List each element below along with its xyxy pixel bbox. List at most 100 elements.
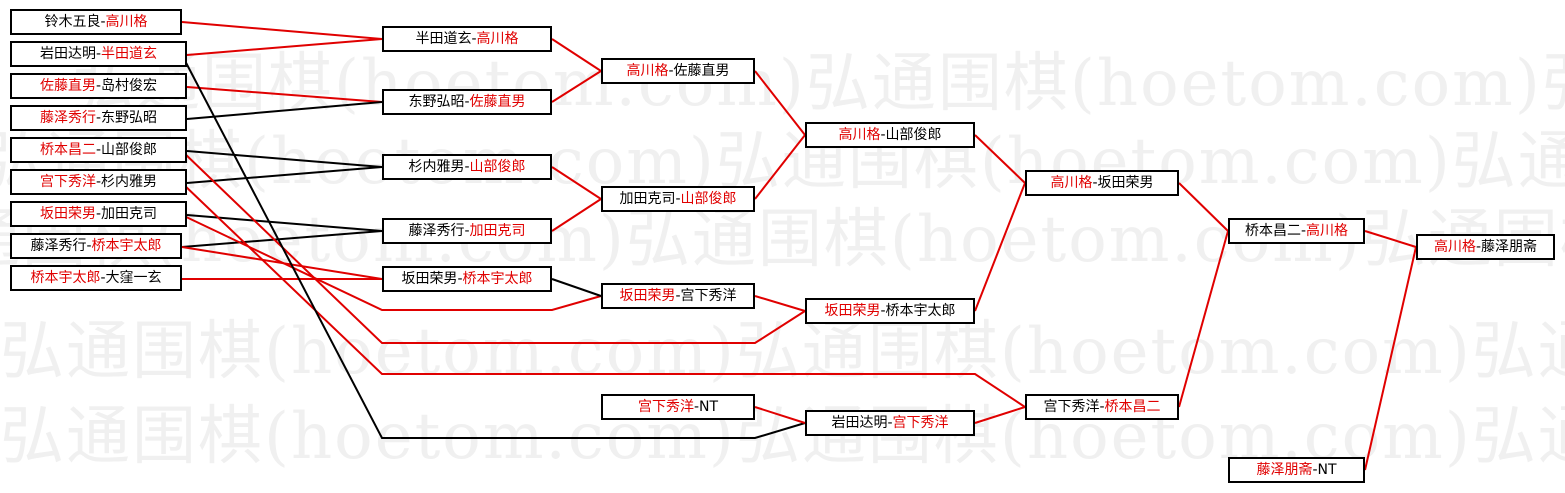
player-name: 大窪一玄 xyxy=(105,270,162,286)
player-name: 宫下秀洋 xyxy=(680,288,737,304)
player-name: 宫下秀洋 xyxy=(892,415,949,431)
player-name: 山部俊郎 xyxy=(885,127,942,143)
player-name: 桥本宇太郎 xyxy=(30,270,101,286)
player-name: 桥本宇太郎 xyxy=(462,271,533,287)
player-name: NT xyxy=(1317,462,1337,478)
connector xyxy=(974,406,1026,424)
match-box[interactable]: 藤泽秀行-东野弘昭 xyxy=(10,105,187,131)
connector xyxy=(551,38,602,72)
player-name: 东野弘昭 xyxy=(101,110,158,126)
match-box[interactable]: 加田克司-山部俊郎 xyxy=(601,186,755,212)
connector xyxy=(1178,182,1229,232)
connector xyxy=(186,38,383,56)
player-name: 桥本宇太郎 xyxy=(885,303,956,319)
connector xyxy=(186,166,383,184)
player-name: 杉内雅男 xyxy=(408,159,465,175)
separator: - xyxy=(880,127,886,143)
match-box[interactable]: 佐藤直男-岛村俊宏 xyxy=(10,73,187,99)
separator: - xyxy=(86,238,92,254)
match-box[interactable]: 坂田荣男-桥本宇太郎 xyxy=(805,298,975,324)
player-name: 藤泽秀行 xyxy=(39,110,96,126)
player-name: 半田道玄 xyxy=(415,31,472,47)
match-box[interactable]: 半田道玄-高川格 xyxy=(382,26,552,52)
connector xyxy=(1364,246,1417,471)
connector xyxy=(551,166,602,200)
player-name: 岩田达明 xyxy=(39,46,96,62)
match-box[interactable]: 坂田荣男-加田克司 xyxy=(10,201,187,227)
separator: - xyxy=(464,223,470,239)
separator: - xyxy=(1092,175,1098,191)
separator: - xyxy=(464,159,470,175)
separator: - xyxy=(668,63,674,79)
separator: - xyxy=(95,174,102,190)
player-name: 铃木五良 xyxy=(44,14,101,30)
player-name: 山部俊郎 xyxy=(101,142,158,158)
player-name: 高川格 xyxy=(838,127,881,143)
player-name: 杉内雅男 xyxy=(101,174,158,190)
connector xyxy=(551,278,602,297)
player-name: 山部俊郎 xyxy=(469,159,526,175)
player-name: 加田克司 xyxy=(469,223,526,239)
player-name: 半田道玄 xyxy=(101,46,158,62)
connector xyxy=(181,21,383,40)
match-box[interactable]: 岩田达明-宫下秀洋 xyxy=(805,410,975,436)
match-box[interactable]: 藤泽朋斋-NT xyxy=(1228,457,1365,483)
match-box[interactable]: 藤泽秀行-桥本宇太郎 xyxy=(10,233,182,259)
match-box[interactable]: 高川格-山部俊郎 xyxy=(805,122,975,148)
separator: - xyxy=(887,415,893,431)
connector xyxy=(181,230,383,248)
connector xyxy=(754,295,806,312)
connector xyxy=(1178,230,1229,408)
match-box[interactable]: 坂田荣男-桥本宇太郎 xyxy=(382,266,552,292)
separator: - xyxy=(675,191,681,207)
match-box[interactable]: 宫下秀洋-杉内雅男 xyxy=(10,169,187,195)
connector xyxy=(186,214,383,232)
player-name: 加田克司 xyxy=(619,191,676,207)
player-name: 高川格 xyxy=(1050,175,1093,191)
player-name: NT xyxy=(699,399,719,415)
player-name: 加田克司 xyxy=(101,206,158,222)
connector xyxy=(754,134,806,200)
match-box[interactable]: 宫下秀洋-桥本昌二 xyxy=(1025,394,1179,420)
player-name: 桥本昌二 xyxy=(1104,399,1161,415)
connector xyxy=(181,182,1026,408)
match-box[interactable]: 杉内雅男-山部俊郎 xyxy=(382,154,552,180)
separator: - xyxy=(95,78,102,94)
player-name: 岛村俊宏 xyxy=(101,78,158,94)
connector xyxy=(551,70,602,103)
player-name: 坂田荣男 xyxy=(401,271,458,287)
connector xyxy=(181,54,806,439)
match-box[interactable]: 高川格-坂田荣男 xyxy=(1025,170,1179,196)
separator: - xyxy=(880,303,886,319)
connector xyxy=(974,134,1026,184)
player-name: 宫下秀洋 xyxy=(637,399,694,415)
match-box[interactable]: 桥本宇太郎-大窪一玄 xyxy=(10,265,182,291)
player-name: 佐藤直男 xyxy=(673,63,730,79)
player-name: 山部俊郎 xyxy=(680,191,737,207)
match-box[interactable]: 桥本昌二-高川格 xyxy=(1228,218,1365,244)
match-box[interactable]: 高川格-佐藤直男 xyxy=(601,58,755,84)
match-box[interactable]: 岩田达明-半田道玄 xyxy=(10,41,187,67)
player-name: 桥本宇太郎 xyxy=(91,238,162,254)
final-match-box[interactable]: 高川格-藤泽朋斋 xyxy=(1416,234,1555,260)
match-box[interactable]: 桥本昌二-山部俊郎 xyxy=(10,137,187,163)
match-box[interactable]: 铃木五良-高川格 xyxy=(10,9,182,35)
match-box[interactable]: 藤泽秀行-加田克司 xyxy=(382,218,552,244)
match-box[interactable]: 宫下秀洋-NT xyxy=(601,394,755,420)
player-name: 坂田荣男 xyxy=(619,288,676,304)
player-name: 桥本昌二 xyxy=(1244,223,1301,239)
match-box[interactable]: 坂田荣男-宫下秀洋 xyxy=(601,283,755,309)
separator: - xyxy=(464,94,470,110)
player-name: 宫下秀洋 xyxy=(1043,399,1100,415)
separator: - xyxy=(457,271,463,287)
separator: - xyxy=(1300,223,1307,239)
match-box[interactable]: 东野弘昭-佐藤直男 xyxy=(382,89,552,115)
player-name: 坂田荣男 xyxy=(824,303,881,319)
separator: - xyxy=(1475,239,1482,255)
separator: - xyxy=(693,399,700,415)
separator: - xyxy=(100,270,106,286)
player-name: 坂田荣男 xyxy=(39,206,96,222)
player-name: 藤泽秀行 xyxy=(408,223,465,239)
connector xyxy=(186,86,383,103)
